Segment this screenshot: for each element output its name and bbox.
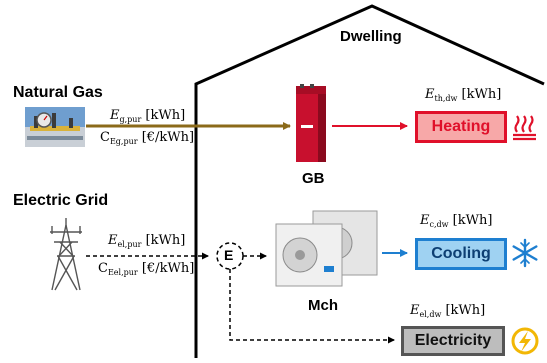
gb-label: GB xyxy=(302,170,325,187)
snowflake-icon xyxy=(514,240,537,266)
house-outline xyxy=(196,6,544,358)
gas-pipeline-icon xyxy=(25,107,85,147)
chiller-icon xyxy=(276,211,377,286)
heating-icon xyxy=(513,116,536,139)
gas-energy-label: Eg,pur [kWh] xyxy=(110,108,185,123)
cooling-box: Cooling xyxy=(415,238,507,270)
grid-energy-label: Eel,pur [kWh] xyxy=(108,233,185,248)
gas-price-label: CEg,pur [€/kWh] xyxy=(100,130,194,145)
electricity-energy-label: Eel,dw [kWh] xyxy=(410,303,485,318)
cooling-energy-label: Ec,dw [kWh] xyxy=(420,213,492,228)
natural-gas-title: Natural Gas xyxy=(13,84,103,102)
gas-boiler-icon xyxy=(296,84,326,162)
heating-box: Heating xyxy=(415,111,507,143)
electric-grid-title: Electric Grid xyxy=(13,192,108,210)
power-tower-icon xyxy=(50,218,82,290)
lightning-icon xyxy=(513,329,537,353)
mch-label: Mch xyxy=(308,297,338,314)
heating-energy-label: Eth,dw [kWh] xyxy=(425,87,501,102)
grid-price-label: CEel,pur [€/kWh] xyxy=(98,261,194,276)
node-label: E xyxy=(224,247,233,263)
dwelling-title: Dwelling xyxy=(340,28,402,45)
electricity-box: Electricity xyxy=(401,326,505,356)
